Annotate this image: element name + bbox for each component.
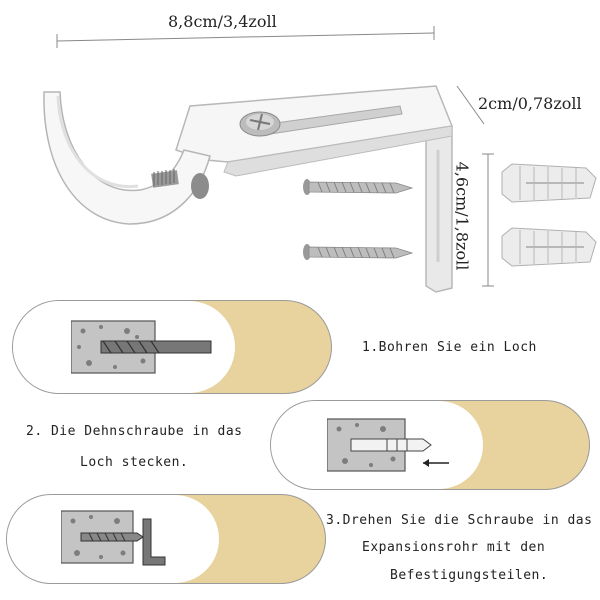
wall-plug-icon (501, 163, 597, 203)
drill-icon (100, 340, 212, 354)
screw-icon (303, 179, 414, 195)
product-illustration (43, 26, 597, 293)
screw-icon (80, 532, 144, 542)
step-3-text-line-3: Befestigungsteilen. (390, 568, 549, 583)
step-3-text-line-2: Expansionsrohr mit den (362, 540, 546, 555)
arrow-left-icon (423, 459, 449, 467)
screw-icon (303, 244, 414, 260)
step-1-text: 1.Bohren Sie ein Loch (362, 340, 537, 355)
wall-plug-icon (350, 438, 432, 452)
concrete-block-icon (61, 510, 166, 566)
width-dimension-line (56, 26, 435, 48)
width-label: 8,8cm/3,4zoll (168, 12, 277, 31)
bracket-icon (142, 518, 166, 566)
step-2-text-line-1: 2. Die Dehnschraube in das (26, 424, 243, 439)
concrete-block-icon (71, 320, 212, 374)
set-screw-icon (151, 169, 209, 199)
depth-dimension-line (456, 85, 485, 125)
height-label: 4,6cm/1,8zoll (452, 161, 472, 271)
wall-plug-icon (501, 227, 597, 267)
step-1-panel (12, 300, 332, 394)
bracket-icon (43, 85, 454, 293)
bracket-screw-icon (239, 111, 281, 137)
step-3-panel (6, 494, 326, 584)
depth-label: 2cm/0,78zoll (478, 94, 582, 113)
height-dimension-line (482, 153, 494, 287)
step-2-text-line-2: Loch stecken. (80, 455, 189, 470)
step-2-panel (270, 400, 590, 490)
step-3-text-line-1: 3.Drehen Sie die Schraube in das (326, 513, 593, 528)
concrete-block-icon (327, 418, 449, 472)
